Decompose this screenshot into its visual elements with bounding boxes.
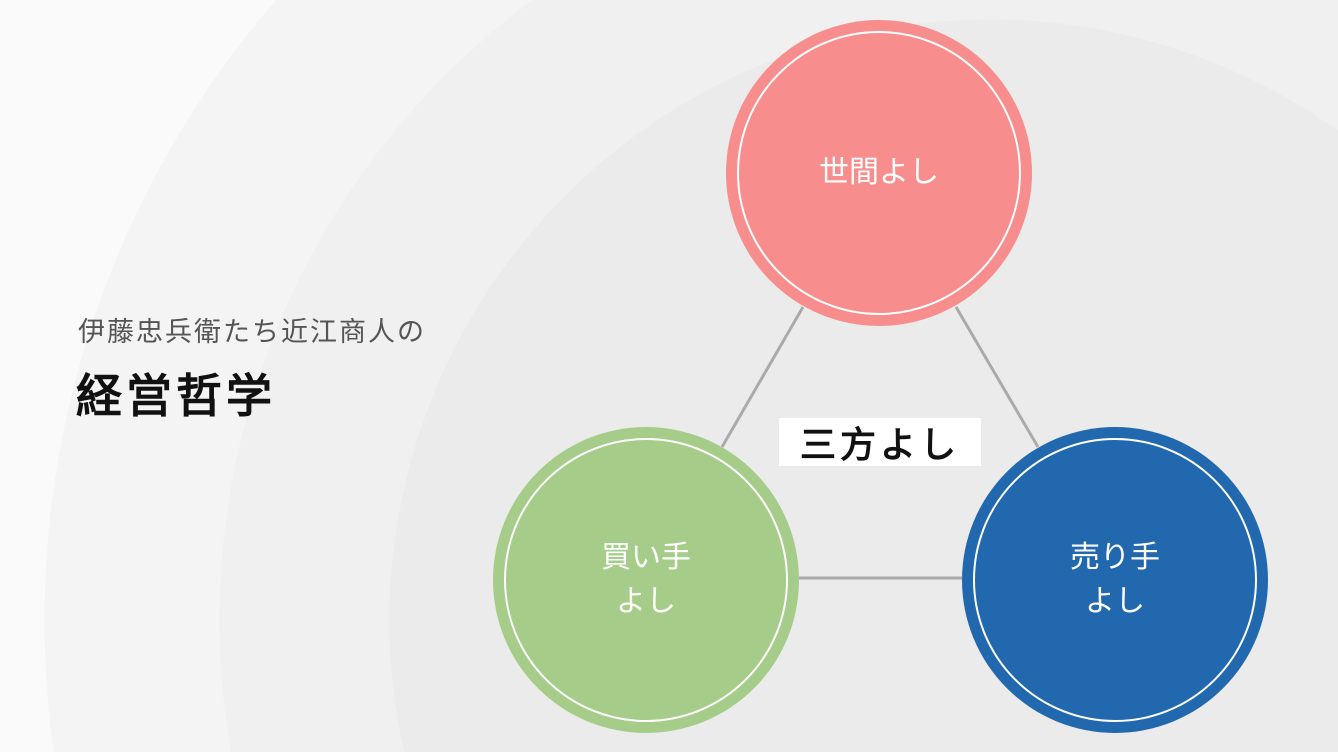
node-label: 世間よし <box>819 155 939 190</box>
node-seller: 売り手 よし <box>962 427 1268 733</box>
center-label: 三方よし <box>779 418 981 466</box>
connector-top-right <box>954 306 1040 448</box>
node-buyer: 買い手 よし <box>493 427 799 733</box>
subtitle: 伊藤忠兵衛たち近江商人の <box>78 317 426 348</box>
node-label-line2: よし <box>616 584 676 619</box>
node-society: 世間よし <box>726 20 1032 326</box>
connector-top-left <box>720 306 805 448</box>
node-label-line1: 買い手 <box>601 540 691 575</box>
page-title: 経営哲学 <box>76 369 276 423</box>
node-label-line2: よし <box>1085 584 1145 619</box>
node-label-line1: 売り手 <box>1070 540 1160 575</box>
